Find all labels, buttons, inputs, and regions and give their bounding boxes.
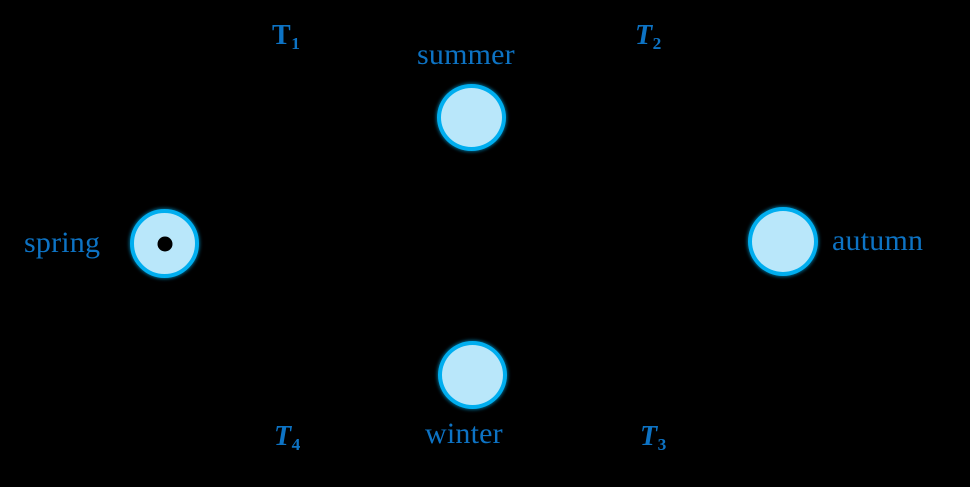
node-spring[interactable] xyxy=(130,209,199,278)
label-winter: winter xyxy=(425,417,503,450)
label-transition-t4: T4 xyxy=(274,423,300,454)
label-summer: summer xyxy=(417,38,515,71)
spring-center-dot xyxy=(157,236,172,251)
label-autumn: autumn xyxy=(832,224,924,257)
label-transition-t2-symbol: T xyxy=(635,20,653,51)
label-transition-t4-symbol: T xyxy=(274,421,292,452)
label-transition-t1: T1 xyxy=(272,22,300,53)
label-transition-t2-subscript: 2 xyxy=(652,34,662,54)
label-transition-t2: T2 xyxy=(635,22,661,53)
label-transition-t3-symbol: T xyxy=(640,421,658,452)
label-transition-t3-subscript: 3 xyxy=(657,435,667,455)
label-transition-t1-subscript: 1 xyxy=(291,34,300,54)
node-winter[interactable] xyxy=(438,341,507,409)
node-autumn[interactable] xyxy=(748,207,818,276)
label-spring: spring xyxy=(24,226,101,259)
label-transition-t3: T3 xyxy=(640,423,666,454)
label-transition-t4-subscript: 4 xyxy=(291,435,301,455)
node-summer[interactable] xyxy=(437,84,506,151)
label-transition-t1-symbol: T xyxy=(272,20,291,51)
